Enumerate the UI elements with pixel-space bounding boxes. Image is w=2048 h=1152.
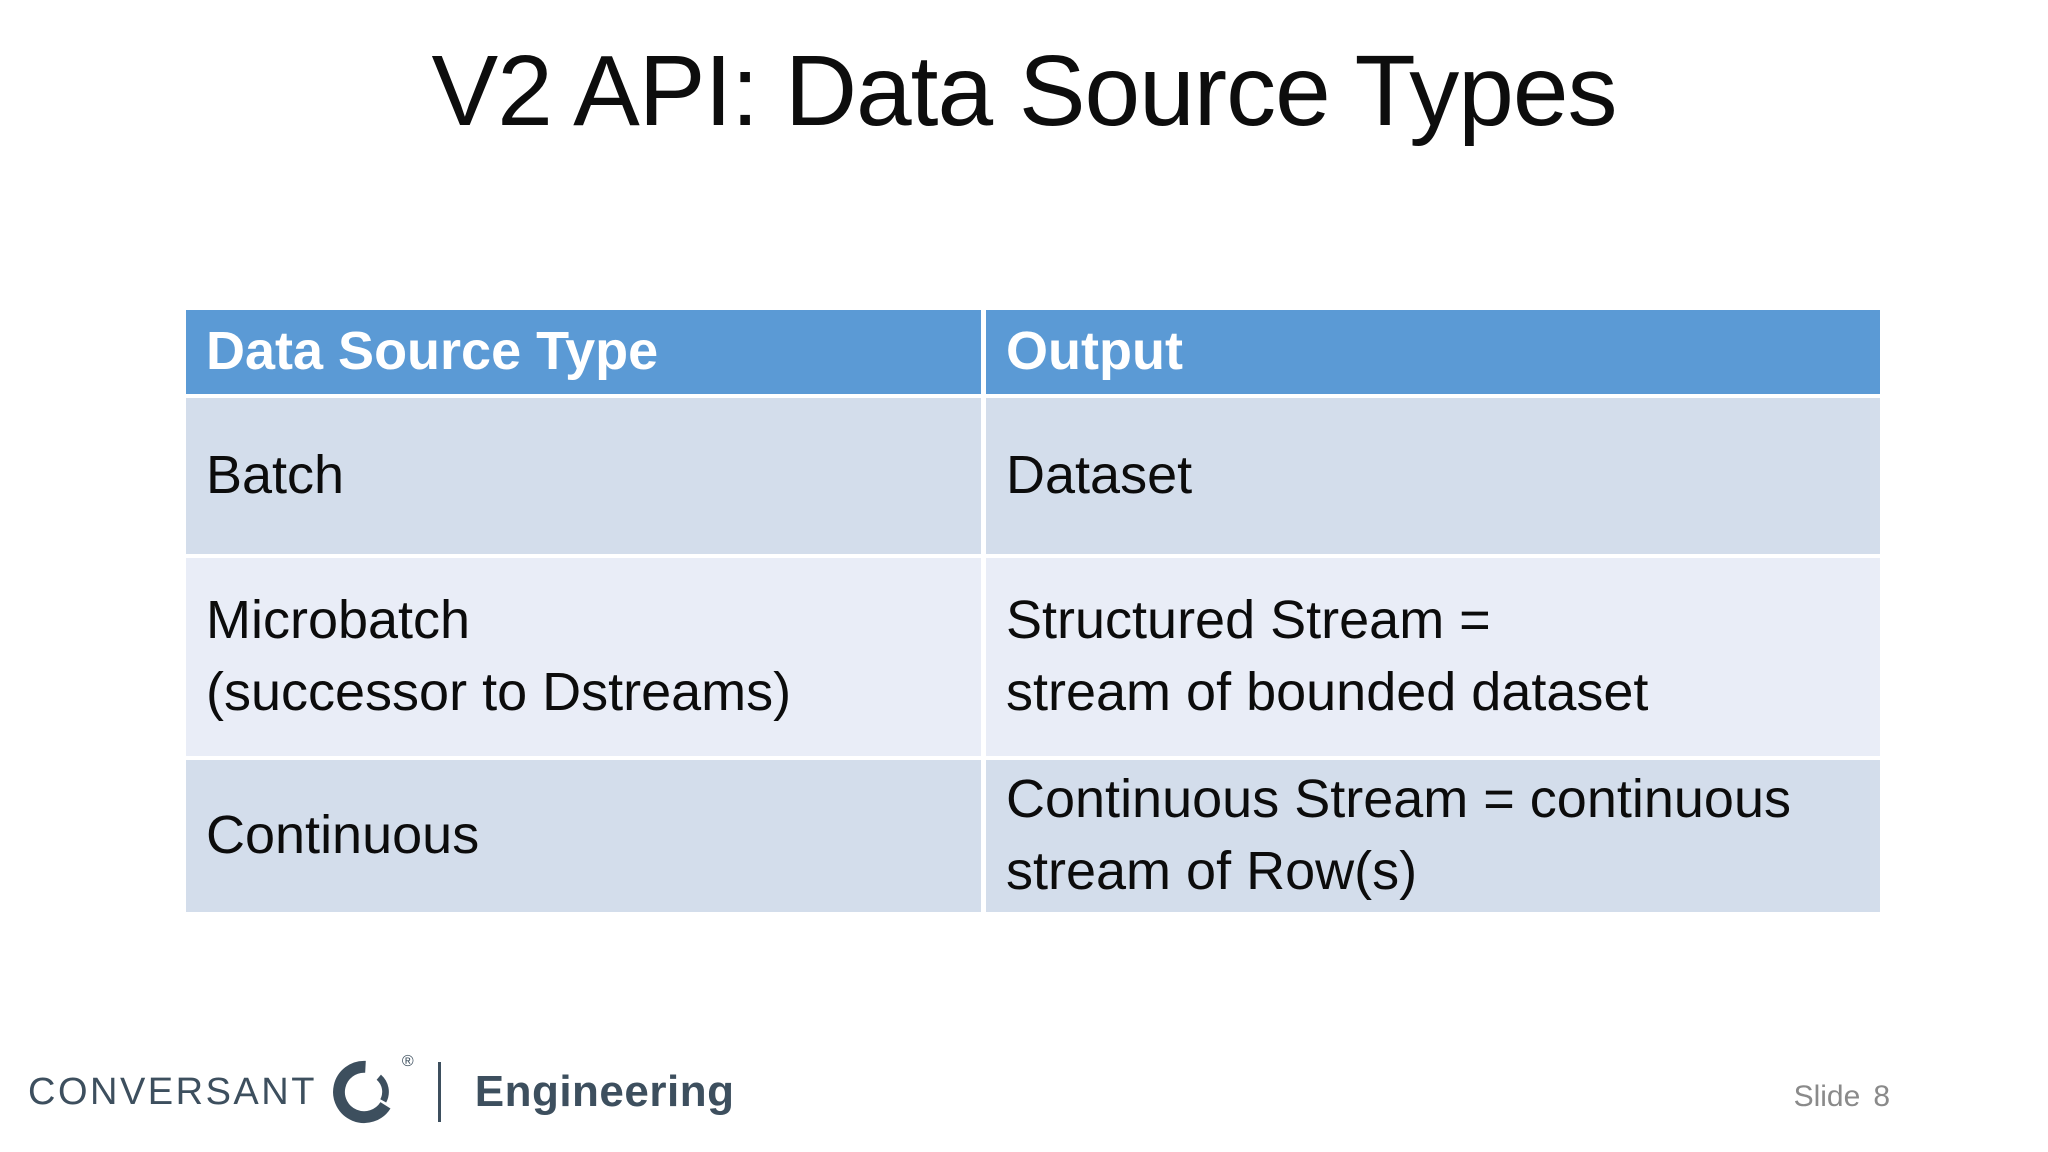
brand-divider [437, 1062, 441, 1122]
conversant-logo-icon: ® [327, 1053, 414, 1129]
slide-number-value: 8 [1873, 1080, 1890, 1113]
table-cell-microbatch: Microbatch (successor to Dstreams) [186, 558, 981, 756]
slide-number: Slide 8 [1794, 1082, 1890, 1112]
table-cell-continuous-stream: Continuous Stream = continuous stream of… [986, 760, 1880, 912]
slide-number-label: Slide [1793, 1080, 1861, 1113]
table-cell-batch: Batch [186, 398, 981, 554]
footer-brand: CONVERSANT ® Engineering [28, 1042, 734, 1142]
table-cell-dataset: Dataset [986, 398, 1880, 554]
slide-title: V2 API: Data Source Types [431, 35, 1618, 147]
division-label: Engineering [474, 1067, 735, 1116]
data-source-table: Data Source Type Output Batch Dataset Mi… [186, 310, 1880, 912]
table-header-data-source-type: Data Source Type [186, 310, 981, 394]
table-cell-continuous: Continuous [186, 760, 981, 912]
table-cell-structured-stream: Structured Stream = stream of bounded da… [986, 558, 1880, 756]
registered-trademark-icon: ® [401, 1053, 414, 1070]
conversant-wordmark: CONVERSANT [28, 1070, 317, 1113]
table-header-output: Output [986, 310, 1880, 394]
